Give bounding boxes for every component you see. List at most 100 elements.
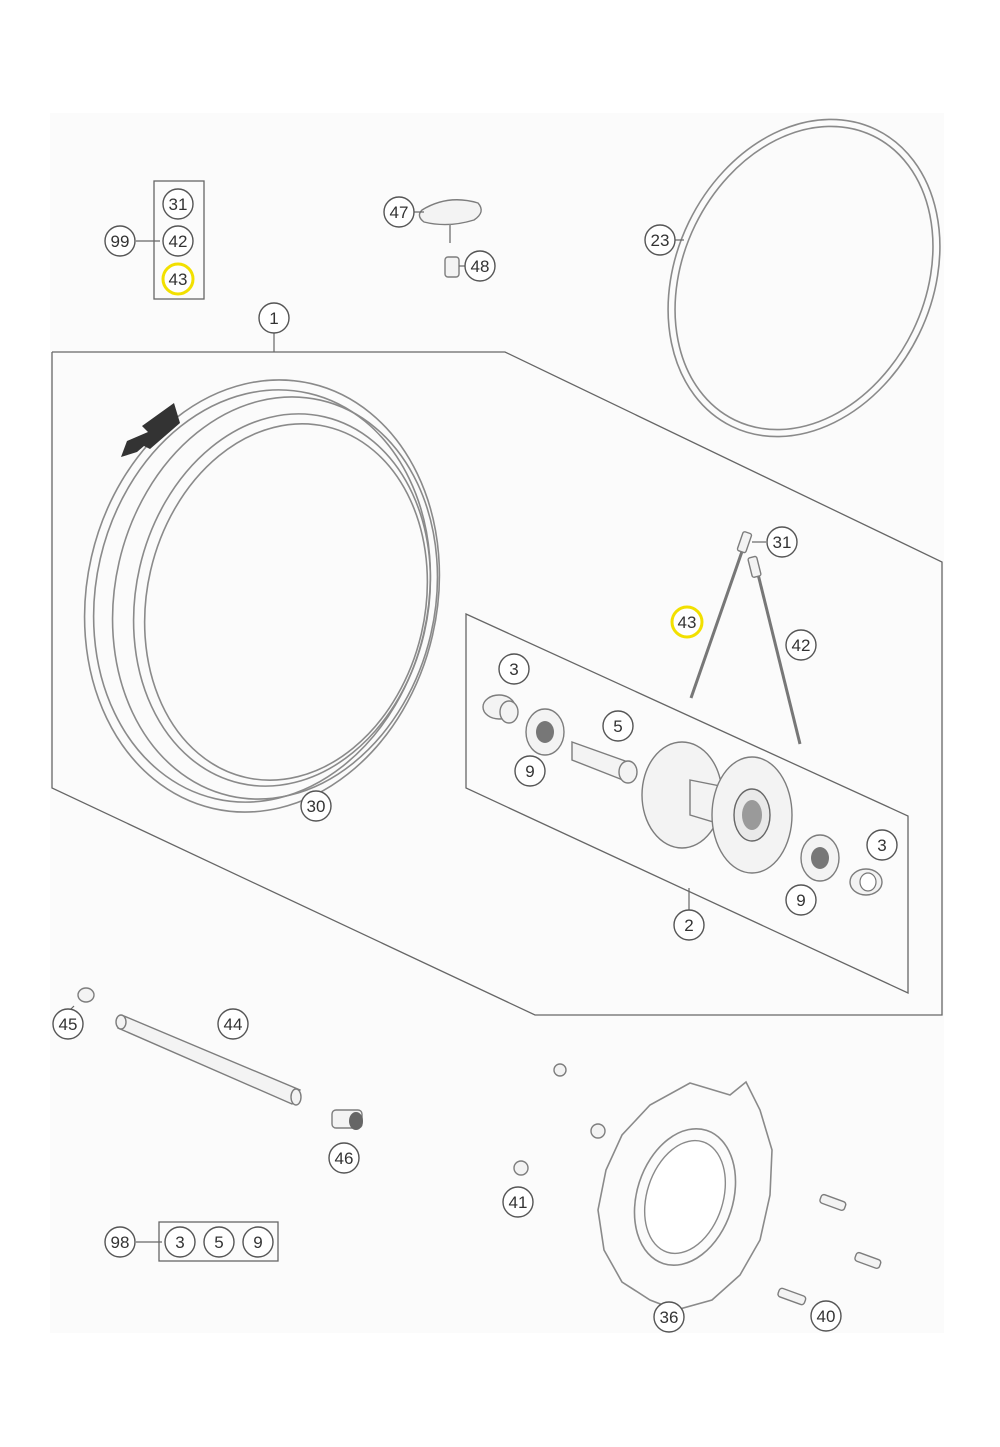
- callout-label: 42: [792, 636, 811, 655]
- callout-c5c: 5: [203, 1226, 235, 1258]
- callout-c44: 44: [217, 1008, 249, 1040]
- callout-label: 41: [509, 1193, 528, 1212]
- callout-label: 1: [269, 309, 278, 328]
- callout-c9a: 9: [514, 755, 546, 787]
- wheel-assembly-frame: [51, 351, 943, 1016]
- callout-label: 3: [509, 660, 518, 679]
- callout-label: 46: [335, 1149, 354, 1168]
- hub-sleeve: [571, 741, 638, 784]
- callout-c43a: 43: [161, 262, 195, 296]
- callout-circle: [300, 790, 332, 822]
- callout-circle: [52, 1008, 84, 1040]
- callout-label: 5: [613, 717, 622, 736]
- kit-99-bracket: [153, 180, 205, 300]
- hub-assembly-frame: [465, 612, 909, 995]
- callout-circle: [673, 909, 705, 941]
- callout-circle: [810, 1300, 842, 1332]
- callout-c3b: 3: [866, 829, 898, 861]
- callout-circle: [104, 225, 136, 257]
- disc-screws: [777, 1193, 882, 1306]
- callout-circle: [104, 1226, 136, 1258]
- rotation-direction-arrow-icon: [121, 403, 180, 457]
- callout-label: 45: [59, 1015, 78, 1034]
- callout-circle: [602, 710, 634, 742]
- callout-c42b: 42: [785, 629, 817, 661]
- callout-c99: 99: [104, 225, 136, 257]
- callout-circle: [464, 250, 496, 282]
- callout-c2: 2: [673, 909, 705, 941]
- callout-label: 43: [678, 613, 697, 632]
- callout-c43b: 43: [670, 605, 704, 639]
- callout-c46: 46: [328, 1142, 360, 1174]
- callout-circle: [217, 1008, 249, 1040]
- callout-layer: 99 31 42 43 47 48 23 1 30 31 43 42 3 5 9 3 9 2 45 44 46 41 98 3…: [52, 188, 898, 1333]
- callout-c41: 41: [502, 1186, 534, 1218]
- callout-label: 3: [175, 1233, 184, 1252]
- callout-c30: 30: [300, 790, 332, 822]
- callout-c9c: 9: [242, 1226, 274, 1258]
- callout-label: 9: [525, 762, 534, 781]
- callout-label: 43: [169, 270, 188, 289]
- callout-c98: 98: [104, 1226, 136, 1258]
- callout-c3c: 3: [164, 1226, 196, 1258]
- callout-circle: [514, 755, 546, 787]
- callout-label: 3: [877, 836, 886, 855]
- callout-circle: [258, 302, 290, 334]
- bearing-right: [800, 834, 840, 882]
- callout-circle: [498, 653, 530, 685]
- callout-label: 31: [169, 195, 188, 214]
- callout-c47: 47: [383, 196, 415, 228]
- callout-label: 2: [684, 916, 693, 935]
- spokes: [689, 531, 802, 745]
- callout-label: 47: [390, 203, 409, 222]
- callout-c40: 40: [810, 1300, 842, 1332]
- valve-cap: [414, 199, 482, 243]
- bearing-left: [525, 708, 565, 756]
- wheel-hub: [641, 741, 793, 874]
- callout-label: 98: [111, 1233, 130, 1252]
- spacer-right: [849, 868, 883, 896]
- callout-label: 23: [651, 231, 670, 250]
- callout-label: 5: [214, 1233, 223, 1252]
- callout-c23: 23: [644, 224, 676, 256]
- callout-label: 31: [773, 533, 792, 552]
- callout-c9b: 9: [785, 884, 817, 916]
- wheel-rim: [83, 379, 441, 813]
- callout-c31b: 31: [766, 526, 798, 558]
- callout-c31a: 31: [162, 188, 194, 220]
- callout-circle: [785, 629, 817, 661]
- callout-circle: [328, 1142, 360, 1174]
- callout-c42a: 42: [162, 225, 194, 257]
- spacer-left: [482, 694, 519, 724]
- callout-label: 30: [307, 797, 326, 816]
- callout-label: 36: [660, 1308, 679, 1327]
- callout-circle: [766, 526, 798, 558]
- callout-circle: [653, 1301, 685, 1333]
- disc-nuts: [513, 1063, 606, 1176]
- callout-circle: [203, 1226, 235, 1258]
- callout-circle: [162, 225, 194, 257]
- diagram-background: [50, 113, 944, 1333]
- valve-nut: [444, 256, 466, 278]
- callout-circle: [866, 829, 898, 861]
- callout-label: 42: [169, 232, 188, 251]
- callout-circle: [383, 196, 415, 228]
- axle-nut: [69, 987, 95, 1011]
- callout-circle: [785, 884, 817, 916]
- callout-c3a: 3: [498, 653, 530, 685]
- wheel-axle: [115, 1014, 302, 1106]
- callout-label: 99: [111, 232, 130, 251]
- callout-label: 44: [224, 1015, 243, 1034]
- callout-label: 9: [253, 1233, 262, 1252]
- callout-highlight-ring: [670, 605, 704, 639]
- callout-circle: [644, 224, 676, 256]
- callout-label: 48: [471, 257, 490, 276]
- callout-circle: [242, 1226, 274, 1258]
- callout-circle: [164, 1226, 196, 1258]
- callout-circle: [502, 1186, 534, 1218]
- callout-label: 9: [796, 891, 805, 910]
- callout-circle: [162, 188, 194, 220]
- callout-label: 40: [817, 1307, 836, 1326]
